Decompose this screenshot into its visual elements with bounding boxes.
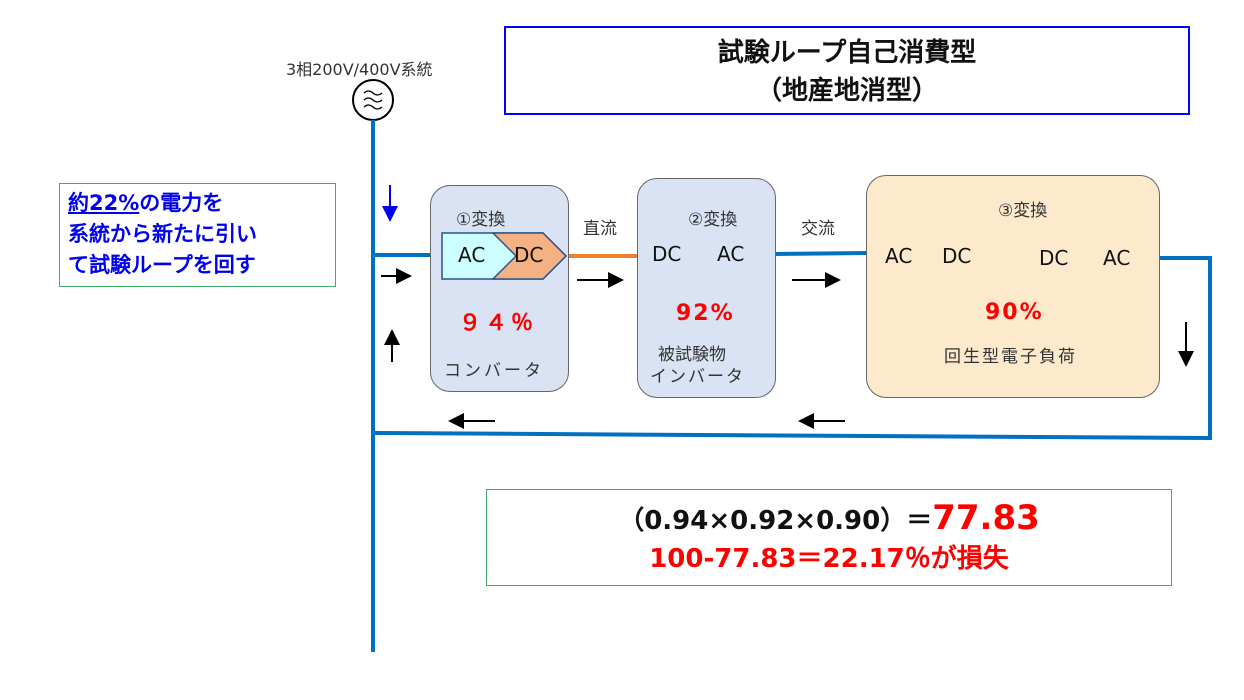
stage-name: コンバータ bbox=[444, 361, 544, 381]
ac-link-label: 交流 bbox=[801, 219, 835, 239]
result-box: （0.94×0.92×0.90）＝77.83 100-77.83＝22.17％が… bbox=[486, 489, 1172, 586]
grid-label: 3相200V/400V系統 bbox=[286, 60, 433, 79]
block-label: AC bbox=[885, 244, 913, 268]
electronic-load-stage bbox=[866, 175, 1160, 398]
block-label: AC bbox=[458, 243, 486, 267]
efficiency: 92% bbox=[676, 301, 735, 326]
block-label: DC bbox=[942, 244, 972, 268]
title-line1: 試験ループ自己消費型 bbox=[717, 38, 977, 68]
loss-text: 100-77.83＝22.17％が損失 bbox=[649, 544, 1009, 574]
title-box: 試験ループ自己消費型 （地産地消型） bbox=[504, 26, 1190, 115]
ac-source-wave bbox=[363, 90, 383, 110]
block-label: DC bbox=[514, 243, 544, 267]
efficiency: ９４％ bbox=[459, 311, 538, 336]
stage-step: ②変換 bbox=[688, 210, 738, 230]
title-line2: （地産地消型） bbox=[755, 76, 938, 106]
dc-block bbox=[491, 232, 568, 280]
note-text: 系統から新たに引い bbox=[68, 222, 257, 246]
note-text: の電力を bbox=[139, 191, 224, 215]
note-box: 約22%の電力を 系統から新たに引い て試験ループを回す bbox=[59, 183, 336, 287]
total-efficiency: 77.83 bbox=[932, 498, 1040, 538]
converter-stage bbox=[430, 185, 569, 392]
efficiency: 90% bbox=[985, 300, 1044, 325]
stage-name: インバータ bbox=[650, 367, 745, 387]
note-highlight: 約22% bbox=[68, 191, 140, 215]
inverter-stage bbox=[637, 178, 776, 398]
formula: （0.94×0.92×0.90）＝ bbox=[618, 506, 933, 536]
stage-step: ①変換 bbox=[456, 210, 506, 230]
ac-link-line bbox=[771, 251, 871, 256]
block-label: DC bbox=[652, 242, 682, 266]
stage-name: 回生型電子負荷 bbox=[944, 347, 1077, 367]
dc-link-label: 直流 bbox=[583, 219, 617, 239]
stage-name: 被試験物 bbox=[658, 345, 726, 365]
block-label: DC bbox=[1039, 246, 1069, 270]
block-label: AC bbox=[717, 242, 745, 266]
block-label: AC bbox=[1103, 246, 1131, 270]
stage-step: ③変換 bbox=[998, 201, 1048, 221]
note-text: て試験ループを回す bbox=[68, 253, 256, 277]
return-line bbox=[372, 256, 1212, 441]
